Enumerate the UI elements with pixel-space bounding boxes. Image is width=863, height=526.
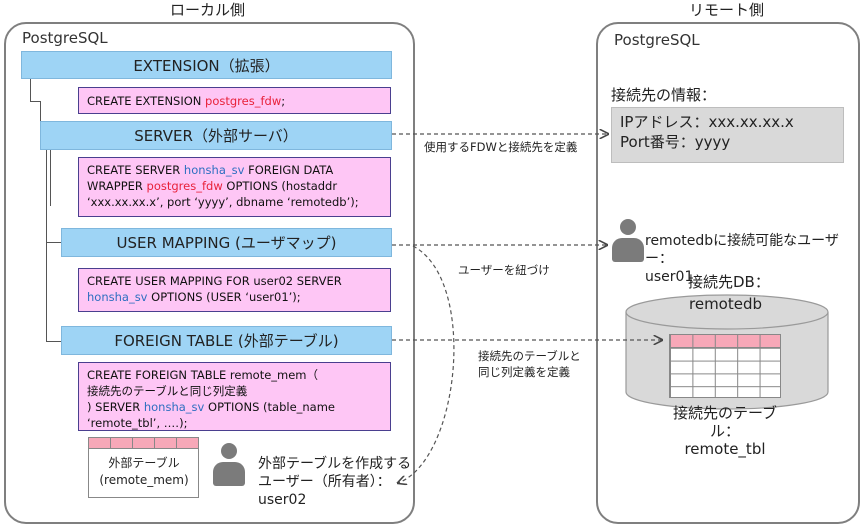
foreign-table-arrow-label: 接続先のテーブルと 同じ列定義を定義 [478, 348, 581, 380]
remote-info-heading: 接続先の情報： [611, 86, 717, 104]
extension-code-box: CREATE EXTENSION postgres_fdw; [78, 87, 391, 114]
remote-user-name: user01 [645, 269, 694, 285]
code-text: CREATE FOREIGN TABLE remote_mem（ [87, 368, 319, 382]
foreign-table-arrow-label-line1: 接続先のテーブルと [478, 349, 581, 363]
tree-connector [46, 341, 61, 342]
tree-connector [40, 101, 41, 121]
remote-side-header: リモート側 [689, 1, 765, 19]
code-keyword-blue: honsha_sv [183, 163, 245, 177]
user-mapping-bar: USER MAPPING (ユーザマップ) [61, 228, 392, 257]
user-mapping-arrow-label: ユーザーを紐づけ [458, 263, 550, 277]
code-keyword-red: postgres_fdw [146, 179, 223, 193]
code-text: OPTIONS (USER ‘user01’); [147, 290, 301, 304]
owner-label-line1: 外部テーブルを作成する [258, 456, 412, 472]
owner-label: 外部テーブルを作成する ユーザー（所有者）： user02 [258, 455, 411, 509]
remote-user-label-line1: remotedbに接続可能なユーザー： [645, 233, 839, 267]
server-arrow-label: 使用するFDWと接続先を定義 [424, 140, 578, 154]
remote-table-label: 接続先のテーブル： remote_tbl [665, 404, 785, 458]
code-text: OPTIONS (hostaddr [222, 179, 338, 193]
code-text: 接続先のテーブルと同じ列定義 [87, 384, 248, 398]
code-text: ‘xxx.xx.xx.x’, port ‘yyyy’, dbname ‘remo… [87, 195, 359, 209]
remote-table-icon [669, 334, 781, 398]
foreign-table-arrow-label-line2: 同じ列定義を定義 [478, 365, 570, 379]
code-text: CREATE EXTENSION [87, 94, 206, 108]
remote-db-heading: 接続先DB： [688, 273, 770, 291]
tree-connector [46, 242, 61, 243]
foreign-table-bar: FOREIGN TABLE (外部テーブル) [61, 326, 392, 355]
remote-table-name: remote_tbl [684, 440, 766, 458]
owner-label-line3: user02 [258, 492, 307, 508]
foreign-table-label-name: (remote_mem) [99, 473, 189, 487]
code-text: CREATE USER MAPPING FOR user02 SERVER [87, 274, 342, 288]
remote-user-label: remotedbに接続可能なユーザー： user01 [645, 232, 863, 286]
extension-bar: EXTENSION（拡張） [21, 51, 392, 79]
code-text: CREATE SERVER [87, 163, 184, 177]
person-icon [213, 443, 245, 487]
foreign-table-label-box: 外部テーブル (remote_mem) [96, 455, 192, 495]
tree-connector [30, 101, 40, 102]
local-panel-title: PostgreSQL [22, 29, 108, 47]
code-text: ‘remote_tbl’, ‥‥); [87, 416, 188, 430]
code-text: OPTIONS (table_name [204, 400, 336, 414]
remote-ip-address: IPアドレス：xxx.xx.xx.x [620, 113, 794, 131]
code-text: FOREIGN DATA [244, 163, 334, 177]
code-text: ) SERVER [87, 400, 144, 414]
owner-label-line2: ユーザー（所有者）： [258, 474, 391, 490]
foreign-table-code-box: CREATE FOREIGN TABLE remote_mem（ 接続先のテーブ… [78, 362, 391, 431]
remote-db-name: remotedb [689, 295, 763, 313]
tree-connector-main [30, 79, 31, 101]
owner-mapping-arrow [398, 245, 455, 483]
person-icon [612, 219, 644, 263]
user-mapping-code-box: CREATE USER MAPPING FOR user02 SERVER ho… [78, 268, 391, 312]
remote-panel-title: PostgreSQL [614, 31, 700, 49]
code-keyword-blue: honsha_sv [143, 400, 205, 414]
server-bar: SERVER（外部サーバ） [40, 121, 392, 150]
remote-port-number: Port番号：yyyy [620, 133, 731, 151]
tree-connector [46, 150, 47, 342]
tree-connector [50, 150, 51, 206]
remote-connection-info-box: IPアドレス：xxx.xx.xx.x Port番号：yyyy [611, 107, 844, 163]
code-text: WRAPPER [87, 179, 147, 193]
code-keyword-blue: honsha_sv [87, 290, 148, 304]
remote-postgresql-panel [596, 22, 860, 524]
foreign-table-label: 外部テーブル [108, 456, 180, 470]
local-side-header: ローカル側 [170, 1, 246, 19]
code-text: ; [281, 94, 286, 108]
server-code-box: CREATE SERVER honsha_sv FOREIGN DATA WRA… [78, 157, 391, 217]
code-keyword-red: postgres_fdw [205, 94, 282, 108]
remote-table-label-line1: 接続先のテーブル： [672, 404, 778, 440]
